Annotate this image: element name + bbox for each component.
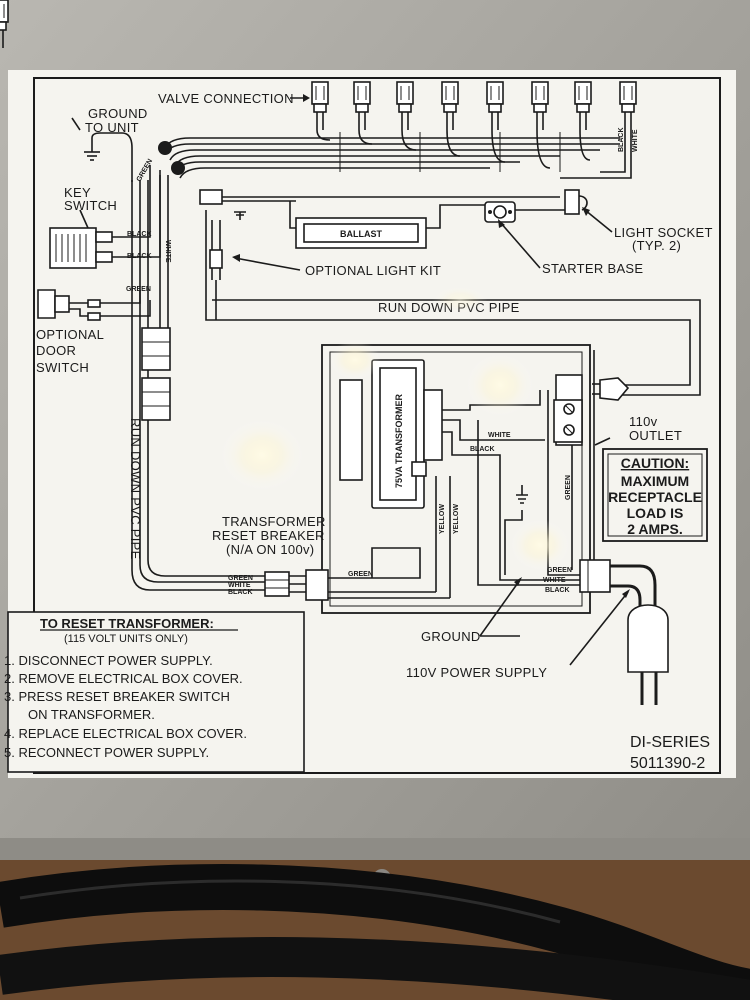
label-transformer-reset-breaker: (N/A ON 100v)	[226, 542, 314, 557]
model-part-number: 5011390-2	[630, 755, 705, 772]
label-light-socket: LIGHT SOCKET	[614, 225, 713, 240]
wire-label-black: BLACK	[618, 128, 625, 153]
ground-to-unit-wire	[71, 117, 133, 182]
reset-instructions-box	[7, 611, 305, 773]
box-wiring	[328, 350, 595, 599]
electrical-box	[321, 344, 591, 614]
wire-label-white: WHITE	[543, 577, 566, 584]
reset-step: ON TRANSFORMER.	[28, 707, 155, 722]
wire-label-black: BLACK	[470, 446, 495, 453]
caution-line: RECEPTACLE	[608, 489, 702, 505]
label-run-down-pvc-pipe-vertical: RUN DOWN PVC PIPE	[128, 418, 143, 560]
wire-label-green: GREEN	[547, 567, 572, 574]
wire-label-green: GREEN	[126, 286, 151, 293]
label-valve-connection: VALVE CONNECTION	[158, 91, 294, 106]
main-wire-harness	[164, 129, 632, 179]
label-outlet: OUTLET	[629, 428, 682, 443]
wire-label-white: WHITE	[632, 129, 639, 152]
caution-line: LOAD IS	[627, 505, 684, 521]
label-transformer-reset-breaker: TRANSFORMER	[222, 514, 326, 529]
wire-label-white: WHITE	[228, 582, 251, 589]
glare-reflections	[220, 286, 570, 571]
wire-label-black: BLACK	[545, 587, 570, 594]
light-socket	[564, 189, 580, 215]
label-key-switch: SWITCH	[64, 198, 117, 213]
label-transformer-reset-breaker: RESET BREAKER	[212, 528, 325, 543]
label-ground: GROUND	[421, 629, 481, 644]
reset-step: 3. PRESS RESET BREAKER SWITCH	[4, 689, 230, 704]
key-switch-leader	[79, 209, 89, 229]
valve-connector	[0, 0, 9, 48]
label-starter-base: STARTER BASE	[542, 261, 643, 276]
harness-grommet	[158, 141, 172, 155]
diagram-border	[33, 77, 721, 774]
model-series: DI-SERIES	[630, 734, 710, 751]
reset-step: 1. DISCONNECT POWER SUPPLY.	[4, 653, 213, 668]
label-door-switch: DOOR	[36, 343, 76, 358]
label-ground-to-unit: GROUND	[88, 106, 148, 121]
wire-label-black: BLACK	[127, 253, 152, 260]
label-key-switch: KEY	[64, 185, 91, 200]
caution-title: CAUTION:	[621, 455, 689, 471]
panel-edge	[0, 838, 750, 860]
box-connector	[264, 569, 329, 601]
label-ballast: BALLAST	[340, 229, 382, 239]
reset-step: 5. RECONNECT POWER SUPPLY.	[4, 745, 209, 760]
label-light-socket: (TYP. 2)	[632, 238, 681, 253]
wire-label-white: WHITE	[164, 240, 171, 263]
reset-subtitle: (115 VOLT UNITS ONLY)	[64, 633, 188, 645]
transformer	[339, 359, 443, 509]
label-outlet: 110v	[629, 414, 658, 429]
wire-label-black: BLACK	[228, 589, 253, 596]
valve-connections	[0, 0, 637, 131]
caution-line: MAXIMUM	[621, 473, 689, 489]
wire-label-green: GREEN	[228, 575, 253, 582]
label-power-supply: 110V POWER SUPPLY	[406, 665, 547, 680]
wire-label-white: WHITE	[488, 432, 511, 439]
reset-breaker	[411, 461, 427, 477]
reset-step: 2. REMOVE ELECTRICAL BOX COVER.	[4, 671, 243, 686]
reset-step: 4. REPLACE ELECTRICAL BOX COVER.	[4, 726, 247, 741]
label-transformer: 75VA TRANSFORMER	[394, 393, 404, 488]
label-door-switch: OPTIONAL	[36, 327, 104, 342]
caution-line: 2 AMPS.	[627, 521, 683, 537]
wire-label-green: GREEN	[565, 475, 572, 500]
wire-label-green: GREEN	[348, 571, 373, 578]
wire-label-yellow: YELLOW	[439, 504, 446, 534]
power-cable-lower	[0, 937, 750, 1000]
label-ground-to-unit: TO UNIT	[85, 120, 139, 135]
caution-box	[602, 448, 708, 542]
power-supply-cord	[579, 559, 669, 705]
label-optional-light-kit: OPTIONAL LIGHT KIT	[305, 263, 441, 278]
wire-label-yellow: YELLOW	[453, 504, 460, 534]
harness-grommet	[171, 161, 185, 175]
label-door-switch: SWITCH	[36, 360, 89, 375]
vertical-wire-harness	[131, 170, 265, 591]
reset-title: TO RESET TRANSFORMER:	[40, 616, 214, 631]
wire-label-black: BLACK	[127, 231, 152, 238]
